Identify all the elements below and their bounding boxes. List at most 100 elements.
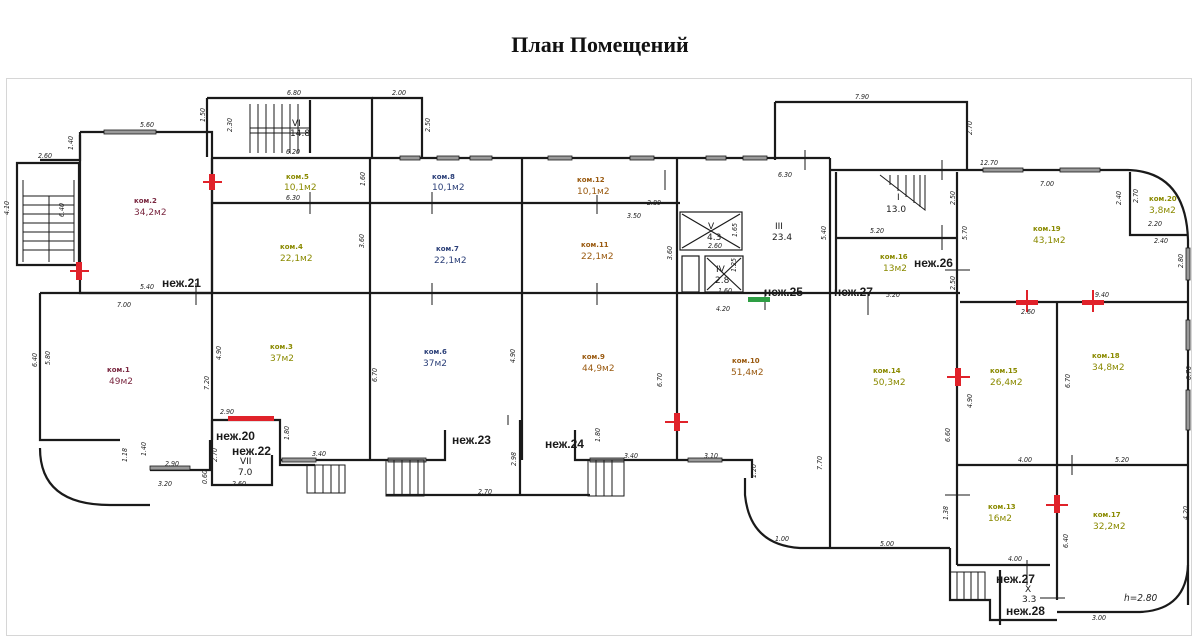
red-marker — [1016, 290, 1038, 312]
room-14: ком.14 50,3м2 — [873, 367, 906, 388]
room-area: 22,1м2 — [280, 254, 313, 264]
dimension-label: 2.70 — [1132, 189, 1140, 203]
dimension-label: 4.90 — [966, 394, 974, 408]
service-vii-roman: VII — [240, 457, 251, 467]
room-area: 22,1м2 — [581, 252, 614, 262]
green-marker — [748, 297, 770, 302]
service-iv-roman: IV — [716, 265, 726, 275]
dimension-label: 5.40 — [140, 283, 154, 291]
room-17: ком.17 32,2м2 — [1093, 511, 1126, 532]
dimension-label: 7.70 — [816, 456, 824, 470]
dimension-label: 4.20 — [1182, 506, 1190, 520]
dimension-label: 6.80 — [287, 89, 301, 97]
dimension-label: 7.20 — [203, 376, 211, 390]
dimension-label: 6.60 — [944, 428, 952, 442]
nez-21-label: неж.21 — [162, 276, 201, 290]
room-3: ком.3 37м2 — [270, 343, 294, 364]
nez-24-label: неж.24 — [545, 437, 584, 451]
room-name: ком.20 — [1149, 195, 1177, 203]
dimension-label: 2.40 — [1115, 191, 1123, 205]
dimension-label: 2.60 — [38, 152, 52, 160]
markers — [70, 174, 1104, 513]
room-1: ком.1 49м2 — [107, 366, 133, 387]
room-area: 43,1м2 — [1033, 236, 1066, 246]
service-x-roman: X — [1025, 585, 1031, 595]
red-marker — [70, 262, 89, 280]
room-name: ком.19 — [1033, 225, 1061, 233]
dimension-label: 2.00 — [392, 89, 406, 97]
service-iii-area: 23.4 — [772, 233, 792, 243]
nez-27-lower-label: неж.27 — [996, 572, 1035, 586]
room-6: ком.6 37м2 — [423, 348, 447, 369]
dimension-label: 6.70 — [1064, 374, 1072, 388]
red-marker — [1082, 290, 1104, 312]
dimension-label: 3.00 — [1092, 614, 1106, 622]
room-name: ком.17 — [1093, 511, 1121, 519]
room-name: ком.12 — [577, 176, 605, 184]
dimension-label: 1.18 — [121, 448, 129, 462]
dimension-label: 3.20 — [158, 480, 172, 488]
room-area: 3,8м2 — [1149, 206, 1176, 216]
service-i-area: 13.0 — [886, 205, 906, 215]
dimension-label: 6.20 — [286, 148, 300, 156]
elevator-v — [679, 211, 743, 251]
room-name: ком.15 — [990, 367, 1018, 375]
page-title: План Помещений — [511, 32, 689, 57]
dimension-label: 1.65 — [731, 223, 739, 237]
dimension-label: 4.00 — [1018, 456, 1032, 464]
red-marker — [228, 416, 274, 421]
service-v-area: 4.3 — [707, 233, 721, 243]
dimension-label: 5.20 — [1115, 456, 1129, 464]
room-area: 37м2 — [270, 354, 294, 364]
stair-bottom-c — [587, 459, 625, 497]
room-area: 10,1м2 — [284, 183, 317, 193]
nez-27-label: неж.27 — [834, 285, 873, 299]
dimension-label: 2.70 — [966, 121, 974, 135]
dimension-label: 6.40 — [58, 203, 66, 217]
dimension-label: 3.50 — [627, 212, 641, 220]
dimension-label: 5.20 — [886, 291, 900, 299]
room-name: ком.13 — [988, 503, 1016, 511]
room-7: ком.7 22,1м2 — [434, 245, 467, 266]
room-area: 50,3м2 — [873, 378, 906, 388]
nez-25-label: неж.25 — [764, 285, 803, 299]
dimension-label: 2.90 — [220, 408, 234, 416]
dimension-label: 3.60 — [358, 234, 366, 248]
room-area: 10,1м2 — [577, 187, 610, 197]
room-area: 26,4м2 — [990, 378, 1023, 388]
dimension-label: 2.60 — [232, 480, 246, 488]
dimension-label: 2.90 — [165, 460, 179, 468]
dimension-label: 5.80 — [44, 351, 52, 365]
room-area: 10,1м2 — [432, 183, 465, 193]
room-name: ком.16 — [880, 253, 908, 261]
nez-26-label: неж.26 — [914, 256, 953, 270]
room-name: ком.3 — [270, 343, 293, 351]
ceiling-height: h=2.80 — [1124, 593, 1158, 604]
nonresidential-labels: неж.21 неж.20 неж.22 неж.23 неж.24 неж.2… — [162, 256, 1045, 618]
dimension-label: 2.70 — [478, 488, 492, 496]
nez-28-label: неж.28 — [1006, 604, 1045, 618]
nez-20-label: неж.20 — [216, 429, 255, 443]
dimension-label: 9.40 — [1095, 291, 1109, 299]
room-area: 34,2м2 — [134, 208, 167, 218]
dimension-label: 2.50 — [949, 276, 957, 290]
dimension-label: 6.30 — [286, 194, 300, 202]
room-name: ком.2 — [134, 197, 157, 205]
room-name: ком.14 — [873, 367, 901, 375]
dimension-label: 2.80 — [1177, 254, 1185, 268]
dimension-label: 2.50 — [949, 191, 957, 205]
room-area: 32,2м2 — [1093, 522, 1126, 532]
room-area: 44,9м2 — [582, 364, 615, 374]
elevator-iv — [681, 255, 744, 293]
stair-bottom-d — [949, 571, 986, 601]
room-2: ком.2 34,2м2 — [134, 197, 167, 218]
room-16: ком.16 13м2 — [880, 253, 908, 274]
room-name: ком.9 — [582, 353, 605, 361]
room-9: ком.9 44,9м2 — [582, 353, 615, 374]
dimension-label: 6.30 — [778, 171, 792, 179]
dimension-label: 1.60 — [718, 287, 732, 295]
room-area: 22,1м2 — [434, 256, 467, 266]
room-8: ком.8 10,1м2 — [432, 173, 465, 193]
dimension-label: 0.60 — [201, 470, 209, 484]
dimension-label: 5.00 — [880, 540, 894, 548]
